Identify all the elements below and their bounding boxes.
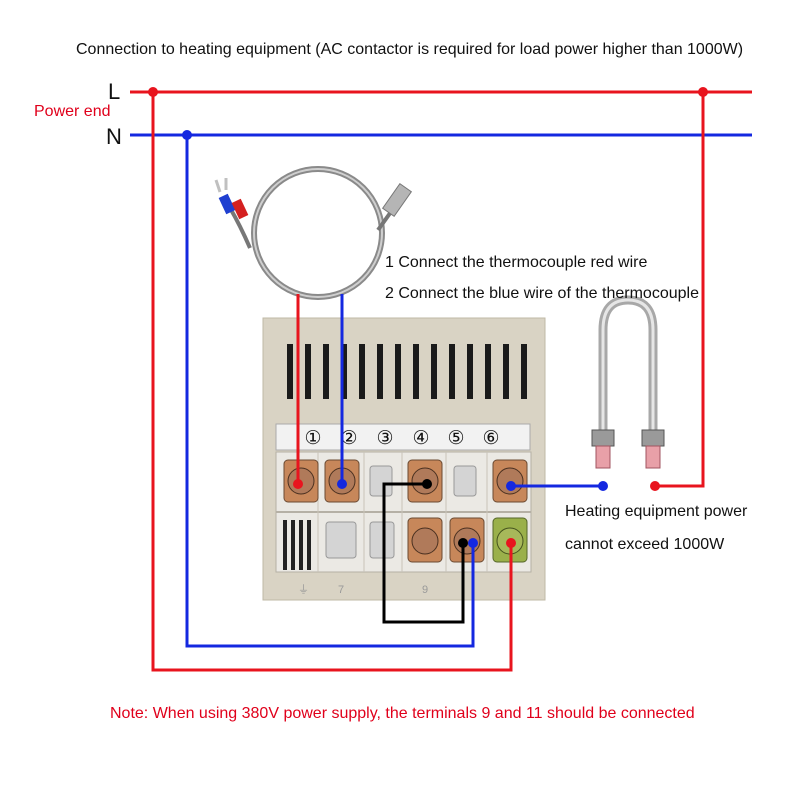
temperature-controller: ⏚ 7 9 (262, 317, 546, 601)
heater-note-line-2: cannot exceed 1000W (565, 536, 725, 553)
voltage-note: Note: When using 380V power supply, the … (110, 705, 695, 722)
terminal-number-4: ④ (412, 427, 429, 449)
connection-dots (148, 87, 708, 548)
live-to-heater (655, 92, 705, 488)
wires (130, 90, 752, 672)
diagram-title: Connection to heating equipment (AC cont… (76, 41, 744, 58)
neutral-to-terminal-10 (185, 135, 475, 648)
step-1-text: 1 Connect the thermocouple red wire (385, 254, 648, 271)
step-2-text: 2 Connect the blue wire of the thermocou… (385, 285, 699, 302)
terminal-number-6: ⑥ (482, 427, 499, 449)
terminal-number-5: ⑤ (447, 427, 464, 449)
neutral-label: N (106, 124, 122, 149)
terminal-number-3: ③ (376, 427, 393, 449)
live-to-terminal-11 (151, 92, 513, 672)
heating-element (591, 295, 665, 469)
ground-icon: ⏚ (298, 583, 309, 596)
terminal-number-1: ① (304, 427, 321, 449)
terminal-number-2: ② (340, 427, 357, 449)
thermocouple-probe (214, 166, 413, 300)
bridge-4-to-10 (382, 482, 465, 624)
vent-slots (287, 344, 527, 399)
terminal-label-9: 9 (422, 584, 428, 596)
terminal-numbers: ① ② ③ ④ ⑤ ⑥ (304, 427, 499, 449)
power-end-label: Power end (34, 103, 111, 120)
live-label: L (108, 79, 121, 104)
heater-note-line-1: Heating equipment power (565, 503, 748, 520)
terminal-label-7: 7 (338, 584, 344, 596)
